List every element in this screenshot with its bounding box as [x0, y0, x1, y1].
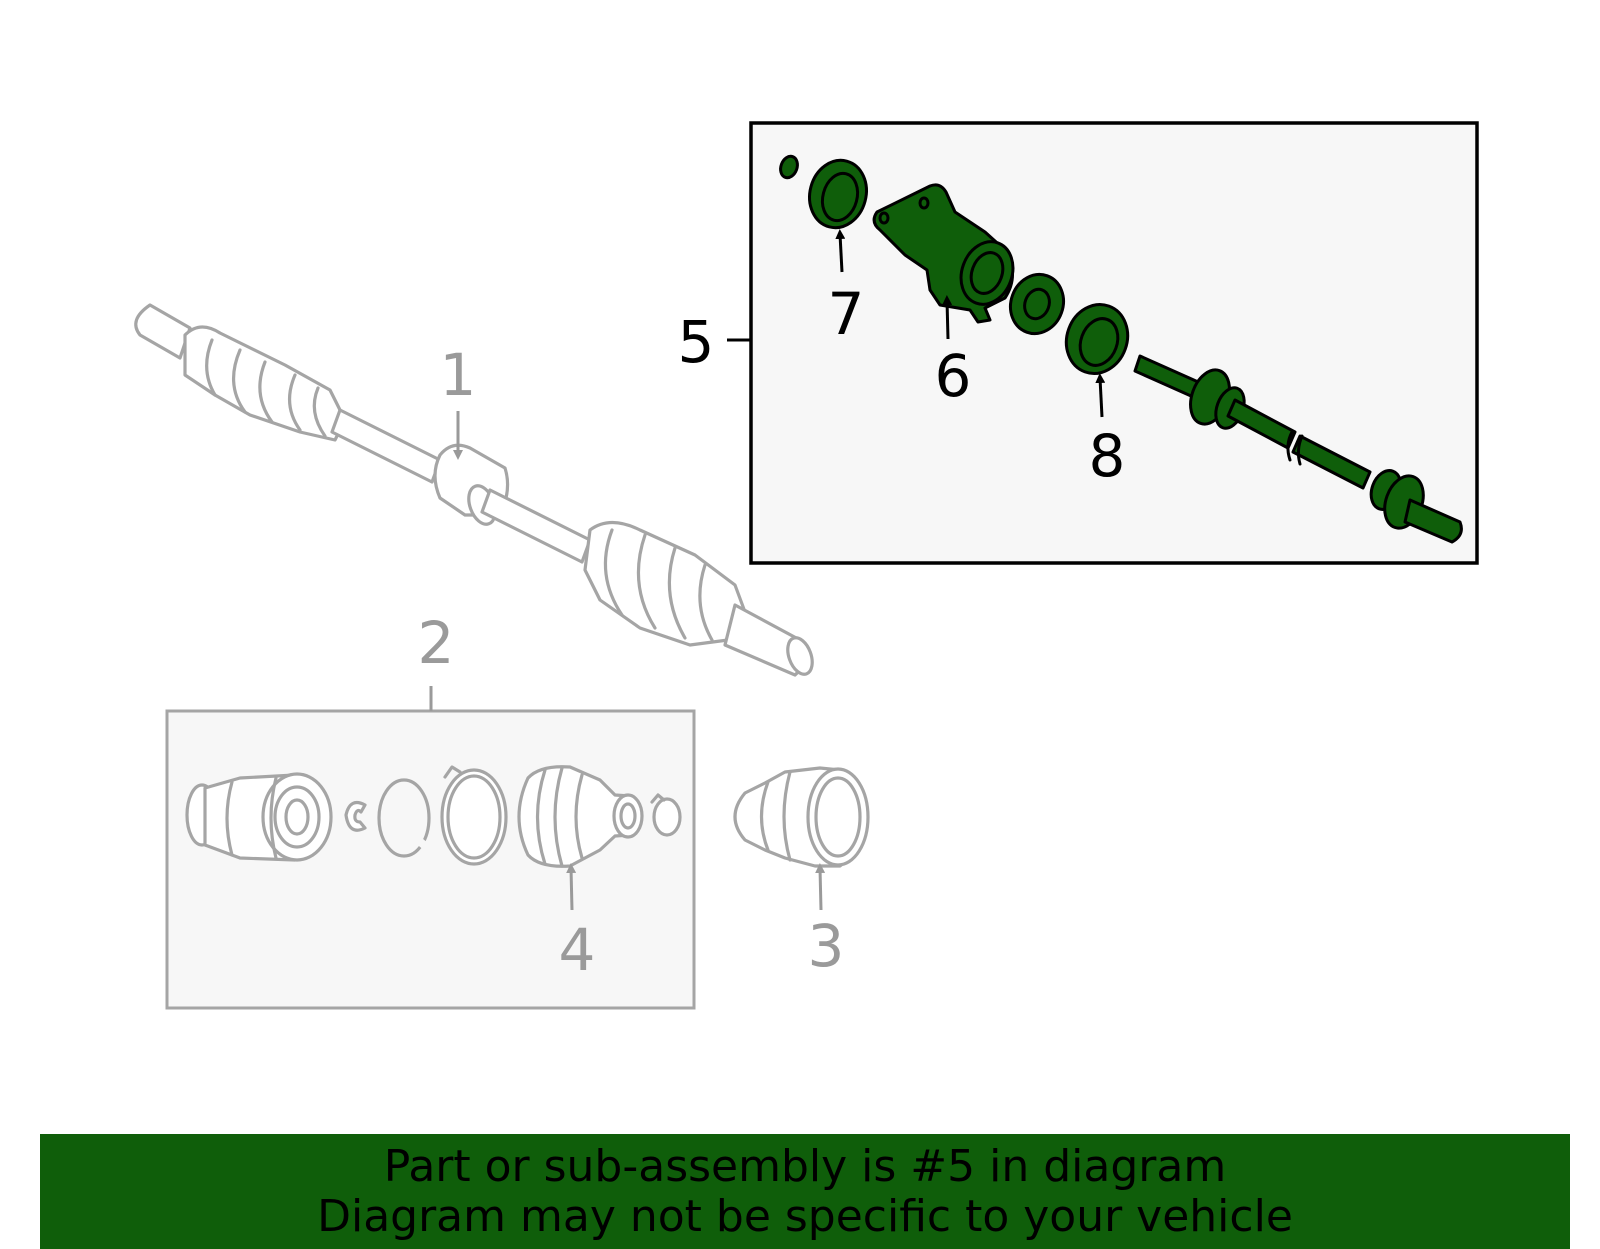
axle-shaft-assembly[interactable]: [134, 303, 817, 678]
callout-4: 4: [559, 916, 596, 984]
callout-2: 2: [418, 609, 455, 677]
info-banner: Part or sub-assembly is #5 in diagram Di…: [40, 1134, 1570, 1249]
joint-kit-parts[interactable]: [185, 765, 682, 868]
green-sub-assembly[interactable]: [778, 154, 1463, 544]
callout-6: 6: [935, 342, 972, 410]
callout-5: 5: [678, 308, 715, 376]
callout-8: 8: [1089, 422, 1126, 490]
banner-line-1: Part or sub-assembly is #5 in diagram: [383, 1140, 1227, 1192]
boot-part-3[interactable]: [733, 766, 870, 868]
callout-3: 3: [808, 912, 845, 980]
callout-7: 7: [828, 280, 865, 348]
callout-1: 1: [440, 341, 477, 409]
banner-line-2: Diagram may not be specific to your vehi…: [317, 1190, 1293, 1242]
